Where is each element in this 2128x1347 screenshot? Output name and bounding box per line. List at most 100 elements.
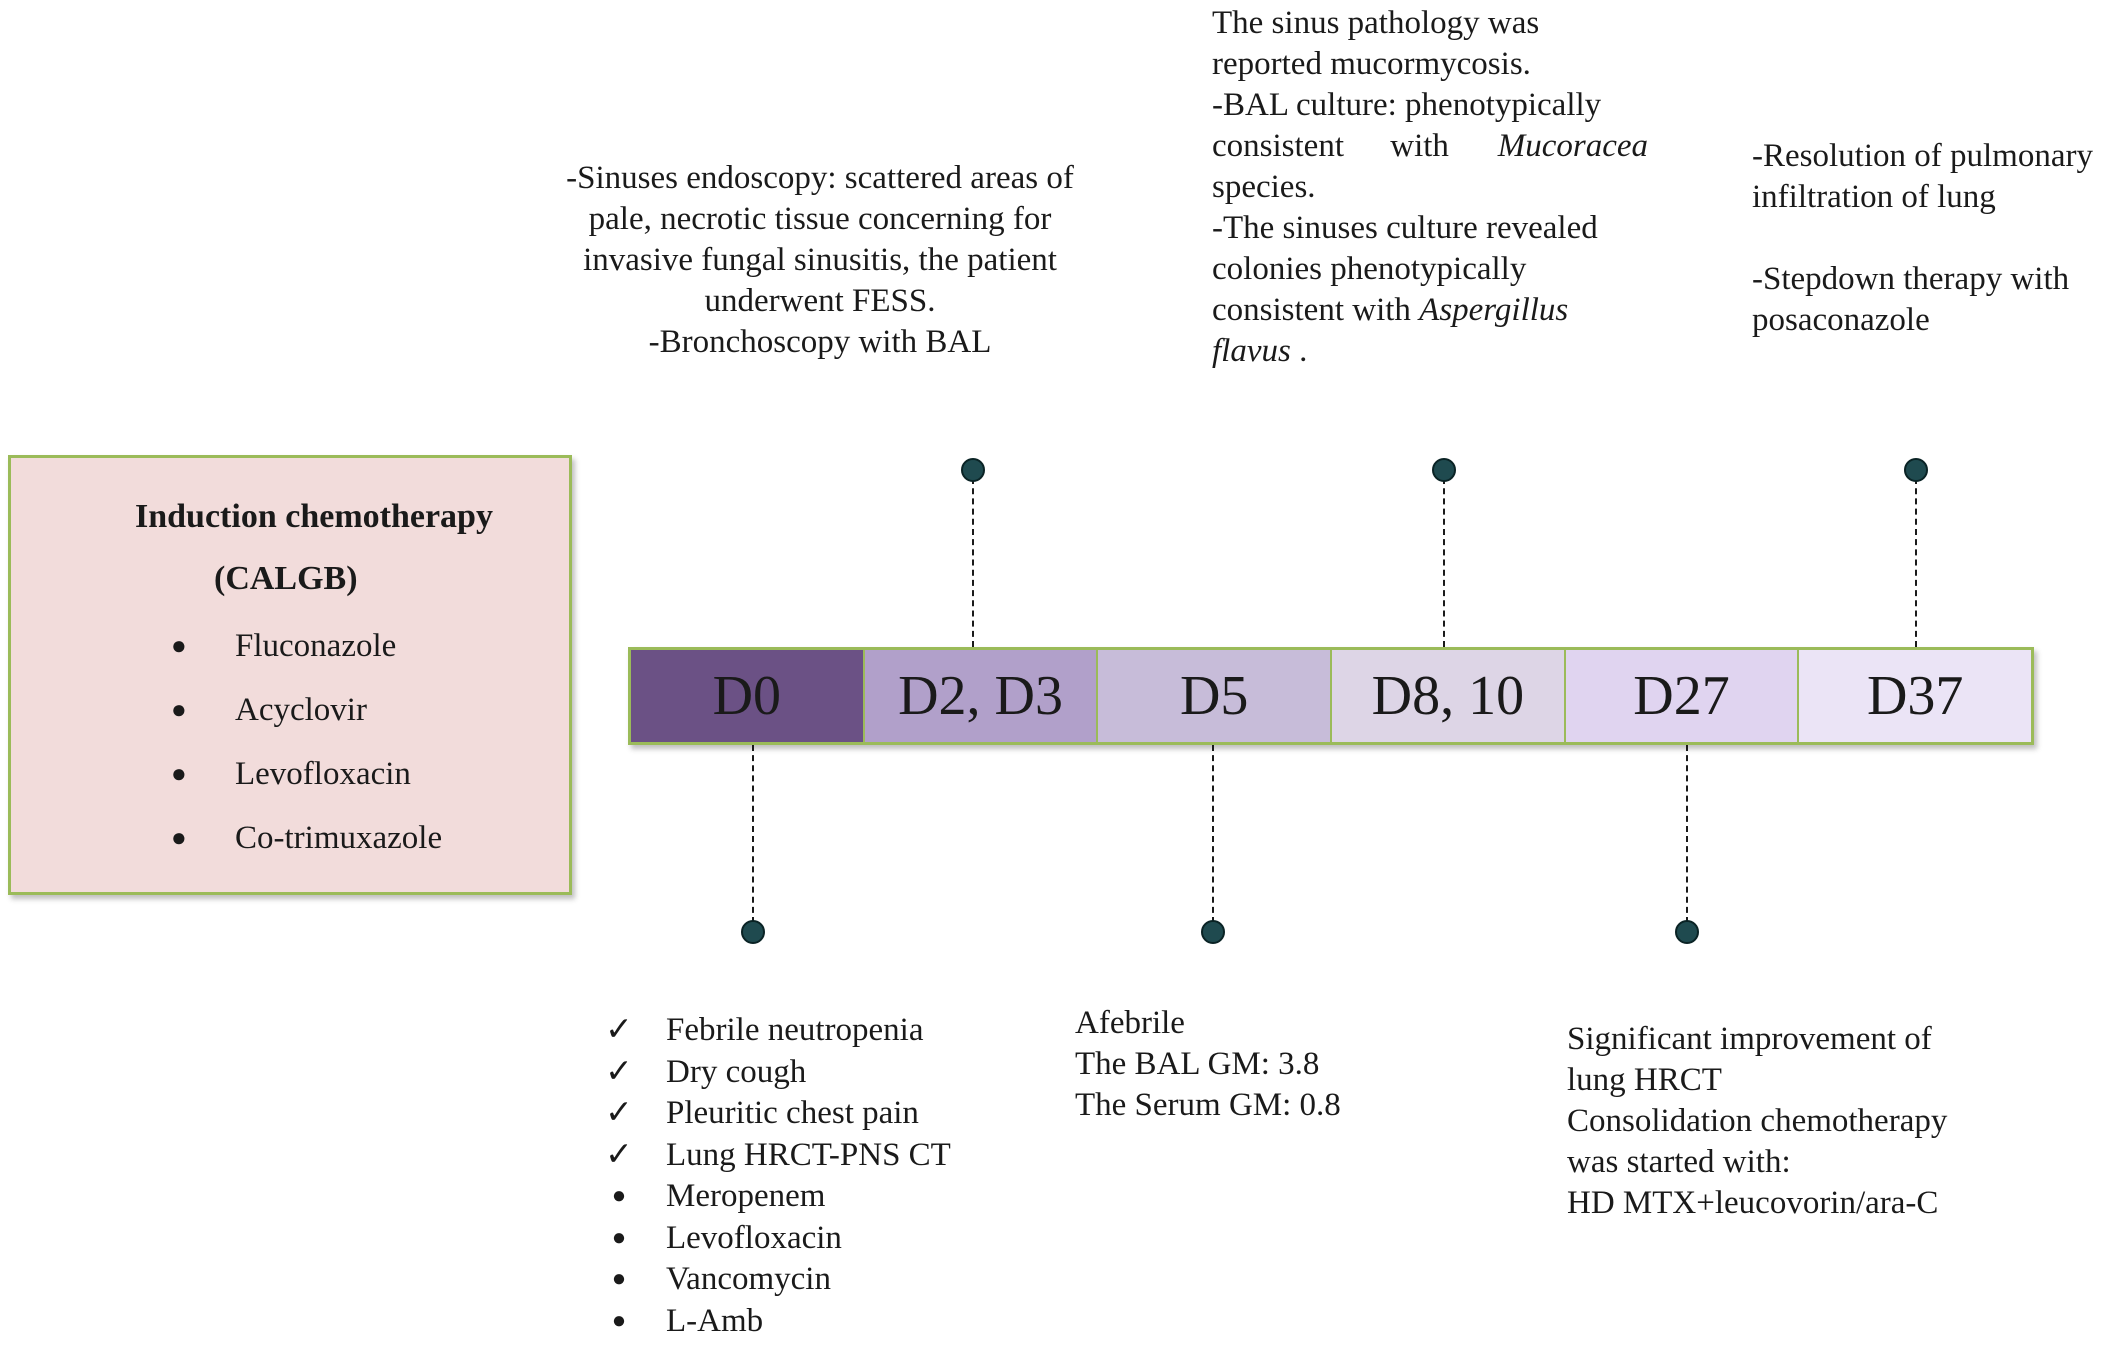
event-line: -Stepdown therapy with	[1752, 261, 2070, 297]
drug-label: Acyclovir	[235, 692, 367, 728]
organism-name: Mucoracea	[1497, 128, 1648, 164]
event-text-d27: Significant improvement of lung HRCT Con…	[1567, 1019, 2007, 1224]
organism-name: flavus	[1212, 333, 1291, 369]
list-item: ●Levofloxacin	[11, 742, 442, 806]
event-spacer	[1752, 218, 2122, 259]
event-line: was started with:	[1567, 1144, 1791, 1180]
marker-dot-d5	[1201, 920, 1225, 944]
event-text: .	[1299, 333, 1308, 369]
list-item: ● Co-trimuxazole	[11, 806, 442, 870]
induction-title-line2: (CALGB)	[214, 560, 358, 597]
drug-label: Fluconazole	[235, 628, 397, 664]
event-text: consistent with	[1212, 128, 1449, 164]
organism-name: Aspergillus	[1419, 292, 1569, 328]
connector-d27	[1686, 745, 1688, 923]
list-item: ✓ Dry cough	[600, 1052, 951, 1094]
list-item: ● Vancomycin	[600, 1259, 951, 1301]
event-line: consistent with Aspergillus	[1212, 290, 1648, 331]
event-line: Afebrile	[1075, 1005, 1185, 1041]
event-line: The BAL GM: 3.8	[1075, 1046, 1320, 1082]
connector-d2-d3	[972, 478, 974, 647]
list-item: ● L-Amb	[600, 1301, 951, 1343]
list-item-label: L-Amb	[666, 1302, 764, 1339]
connector-d8-10	[1443, 478, 1445, 647]
event-line: posaconazole	[1752, 302, 1930, 338]
list-item: ✓ Pleuritic chest pain	[600, 1093, 951, 1135]
timeline-segment-d5: D5	[1098, 650, 1333, 742]
connector-d5	[1212, 745, 1214, 923]
event-line: species.	[1212, 169, 1316, 205]
event-line: flavus .	[1212, 331, 1648, 372]
marker-dot-d27	[1675, 920, 1699, 944]
event-line: -The sinuses culture revealed	[1212, 210, 1598, 246]
list-item: ✓ Febrile neutropenia	[600, 1010, 951, 1052]
event-text-d5: Afebrile The BAL GM: 3.8 The Serum GM: 0…	[1075, 1003, 1435, 1126]
event-line: The sinus pathology was	[1212, 5, 1540, 41]
event-line: lung HRCT	[1567, 1062, 1722, 1098]
bullet-icon: ●	[611, 1307, 627, 1334]
connector-d37	[1915, 478, 1917, 647]
event-line: -Bronchoscopy with BAL	[648, 324, 992, 360]
induction-chemotherapy-box: Induction chemotherapy (CALGB) ● Fluconaz…	[8, 455, 572, 895]
list-item: ● Fluconazole	[11, 614, 442, 678]
check-icon: ✓	[605, 1136, 633, 1173]
marker-dot-d8-10	[1432, 458, 1456, 482]
event-line: reported mucormycosis.	[1212, 46, 1531, 82]
drug-label: Levofloxacin	[235, 756, 411, 792]
timeline-segment-d37: D37	[1799, 650, 2032, 742]
bullet-icon: ●	[171, 823, 187, 852]
event-line: Significant improvement of	[1567, 1021, 1932, 1057]
marker-dot-d0	[741, 920, 765, 944]
check-icon: ✓	[605, 1095, 633, 1131]
segment-label: D27	[1633, 665, 1730, 727]
event-text-d37: -Resolution of pulmonary infiltration of…	[1752, 136, 2122, 341]
event-line: HD MTX+leucovorin/ara-C	[1567, 1185, 1939, 1221]
bullet-icon: ●	[611, 1266, 627, 1292]
timeline-bar: D0 D2, D3 D5 D8, 10 D27 D37	[628, 647, 2034, 745]
event-line: infiltration of lung	[1752, 179, 1996, 215]
event-text-d8-10: The sinus pathology was reported mucormy…	[1212, 3, 1648, 372]
timeline-segment-d27: D27	[1565, 650, 1800, 742]
list-item: ✓ Lung HRCT-PNS CT	[600, 1135, 951, 1177]
list-item-label: Meropenem	[666, 1178, 826, 1214]
timeline-segment-d0: D0	[631, 650, 865, 742]
segment-label: D8, 10	[1371, 665, 1525, 727]
event-line: -Resolution of pulmonary	[1752, 138, 2093, 174]
induction-drug-list: ● Fluconazole ● Acyclovir ●Levofloxacin ● C…	[11, 614, 442, 870]
list-item-label: Vancomycin	[666, 1261, 831, 1297]
drug-label: Co-trimuxazole	[235, 820, 443, 856]
bullet-icon: ●	[611, 1224, 627, 1251]
marker-dot-d37	[1904, 458, 1928, 482]
list-item-label: Febrile neutropenia	[666, 1012, 924, 1048]
marker-dot-d2-d3	[961, 458, 985, 482]
list-item: ● Acyclovir	[11, 678, 442, 742]
induction-title-line1: Induction chemotherapy	[135, 498, 493, 535]
event-line: colonies phenotypically	[1212, 251, 1527, 287]
connector-d0	[752, 745, 754, 923]
bullet-icon: ●	[171, 631, 187, 660]
event-line: -BAL culture: phenotypically	[1212, 87, 1602, 123]
timeline-segment-d8-10: D8, 10	[1332, 650, 1566, 742]
check-icon: ✓	[605, 1012, 633, 1048]
segment-label: D0	[712, 665, 782, 727]
segment-label: D37	[1866, 665, 1964, 727]
event-line: invasive fungal sinusitis, the patient	[583, 242, 1057, 278]
list-item-label: Pleuritic chest pain	[666, 1095, 919, 1131]
timeline-segment-d2-d3: D2, D3	[864, 650, 1099, 742]
event-list-d0: ✓ Febrile neutropenia ✓ Dry cough ✓ Pleurit…	[600, 1010, 951, 1342]
event-text: consistent with	[1212, 292, 1411, 328]
event-line: The Serum GM: 0.8	[1075, 1087, 1341, 1123]
check-icon: ✓	[605, 1053, 633, 1090]
list-item-label: Dry cough	[666, 1053, 807, 1090]
list-item: ● Meropenem	[600, 1176, 951, 1218]
segment-label: D5	[1179, 665, 1249, 727]
segment-label: D2, D3	[898, 665, 1063, 727]
event-line: pale, necrotic tissue concerning for	[588, 201, 1052, 237]
list-item: ● Levofloxacin	[600, 1218, 951, 1260]
list-item-label: Levofloxacin	[666, 1219, 842, 1256]
bullet-icon: ●	[611, 1183, 627, 1209]
event-line: consistent with Mucoracea	[1212, 126, 1648, 167]
event-line: -Sinuses endoscopy: scattered areas of	[566, 160, 1074, 196]
list-item-label: Lung HRCT-PNS CT	[666, 1136, 951, 1173]
bullet-icon: ●	[171, 695, 187, 724]
